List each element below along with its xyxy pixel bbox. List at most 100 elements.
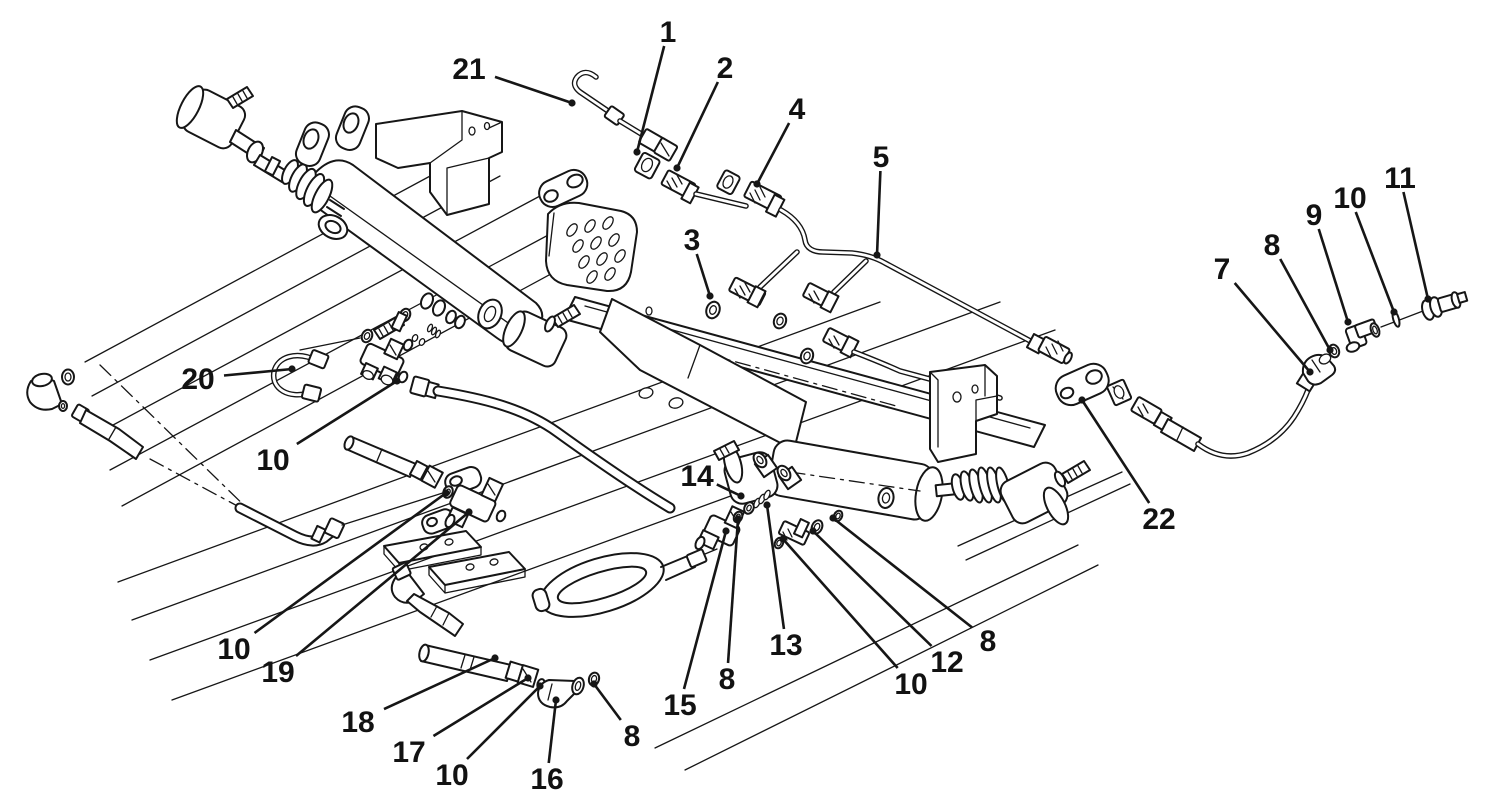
cross-member <box>563 296 1046 451</box>
callout-12-25: 12 <box>809 527 964 679</box>
leader-line-2-2 <box>675 81 720 169</box>
leader-dot-5-4 <box>873 251 881 259</box>
callout-label-4-3: 4 <box>789 93 806 126</box>
leader-line-11-10 <box>1402 191 1430 300</box>
tee-fitting-cluster <box>343 375 676 535</box>
leader-line-19-14 <box>295 511 470 657</box>
leader-line-5-4 <box>875 170 882 256</box>
leader-line-3-5 <box>695 253 712 297</box>
callout-8-19: 8 <box>590 680 640 753</box>
callout-label-21-0: 21 <box>452 53 485 86</box>
leader-dot-4-3 <box>753 180 761 188</box>
pedal-plate-slots <box>566 216 626 284</box>
callout-label-20-11: 20 <box>181 363 214 396</box>
callout-label-8-26: 8 <box>980 625 997 658</box>
leader-dot-1-1 <box>633 148 641 156</box>
callout-7-6: 7 <box>1214 253 1314 376</box>
callout-label-10-17: 10 <box>435 759 468 792</box>
callout-label-11-10: 11 <box>1384 162 1416 195</box>
callout-21-0: 21 <box>452 53 576 107</box>
leader-dot-22-27 <box>1078 396 1086 404</box>
bottom-plates <box>383 530 526 594</box>
leader-line-13-22 <box>765 504 786 630</box>
leader-line-21-0 <box>494 75 573 105</box>
leader-line-10-9 <box>1354 211 1396 313</box>
callout-10-12: 10 <box>256 377 401 477</box>
leader-line-14-23 <box>716 483 742 498</box>
callout-10-13: 10 <box>217 489 450 666</box>
leader-dot-2-2 <box>673 164 681 172</box>
leader-dot-10-17 <box>536 682 544 690</box>
leader-line-1-1 <box>635 45 666 153</box>
leader-dot-10-9 <box>1390 308 1398 316</box>
mid-elbow-hose <box>390 561 464 637</box>
callout-label-18-15: 18 <box>341 706 374 739</box>
leader-line-15-20 <box>682 530 728 690</box>
leader-dot-17-16 <box>524 674 532 682</box>
leader-dot-12-25 <box>809 527 817 535</box>
leader-line-8-21 <box>726 518 740 664</box>
lower-cylinder-assembly <box>694 364 1091 551</box>
leader-dot-21-0 <box>568 99 576 107</box>
callout-label-19-14: 19 <box>261 656 294 689</box>
leader-dot-20-11 <box>288 365 296 373</box>
callout-label-10-24: 10 <box>894 668 927 701</box>
leader-dot-8-7 <box>1326 346 1334 354</box>
callout-16-18: 16 <box>530 696 564 796</box>
callout-10-9: 10 <box>1333 182 1398 316</box>
callout-label-10-9: 10 <box>1333 182 1366 215</box>
leader-dot-13-22 <box>763 501 771 509</box>
leader-dot-10-12 <box>393 377 401 385</box>
leader-line-10-24 <box>782 538 899 669</box>
callout-label-1-1: 1 <box>660 16 677 49</box>
callout-label-14-23: 14 <box>680 460 714 493</box>
callout-13-22: 13 <box>763 501 803 662</box>
leader-line-12-25 <box>812 530 933 647</box>
callout-label-8-7: 8 <box>1264 229 1281 262</box>
leader-line-10-13 <box>253 491 447 635</box>
leader-line-4-3 <box>755 122 791 185</box>
callout-15-20: 15 <box>663 527 730 722</box>
callout-18-15: 18 <box>341 654 499 739</box>
callout-2-2: 2 <box>673 52 733 172</box>
callout-8-7: 8 <box>1264 229 1334 354</box>
callout-22-27: 22 <box>1078 396 1176 536</box>
steel-tube-assembly <box>571 69 1073 401</box>
leader-dot-8-21 <box>734 515 742 523</box>
leader-line-16-18 <box>547 699 558 764</box>
callout-11-10: 11 <box>1384 162 1432 303</box>
leader-dot-16-18 <box>552 696 560 704</box>
leader-dot-8-19 <box>590 680 598 688</box>
leader-line-7-6 <box>1233 282 1311 373</box>
callout-20-11: 20 <box>181 363 296 396</box>
callout-label-9-8: 9 <box>1306 199 1323 232</box>
callout-label-2-2: 2 <box>717 52 734 85</box>
callout-14-23: 14 <box>680 460 745 500</box>
leader-line-8-19 <box>592 683 622 721</box>
callout-9-8: 9 <box>1306 199 1352 326</box>
callout-label-5-4: 5 <box>873 141 890 174</box>
callout-5-4: 5 <box>873 141 890 259</box>
leader-dot-18-15 <box>491 654 499 662</box>
callout-1-1: 1 <box>633 16 676 156</box>
leader-dot-8-26 <box>829 514 837 522</box>
leader-line-18-15 <box>383 656 496 711</box>
callout-label-10-13: 10 <box>217 633 250 666</box>
callout-4-3: 4 <box>753 93 806 188</box>
callout-label-22-27: 22 <box>1142 503 1175 536</box>
left-cylinder-assembly <box>26 85 638 547</box>
leader-dot-9-8 <box>1344 318 1352 326</box>
callout-label-8-21: 8 <box>719 663 736 696</box>
callout-label-10-12: 10 <box>256 444 289 477</box>
leader-line-20-11 <box>223 367 293 377</box>
leader-dot-7-6 <box>1306 368 1314 376</box>
callout-10-17: 10 <box>435 682 544 792</box>
leader-dot-15-20 <box>722 527 730 535</box>
callout-8-21: 8 <box>719 515 742 696</box>
callout-label-12-25: 12 <box>930 646 963 679</box>
callout-19-14: 19 <box>261 508 473 689</box>
callout-label-17-16: 17 <box>392 736 425 769</box>
